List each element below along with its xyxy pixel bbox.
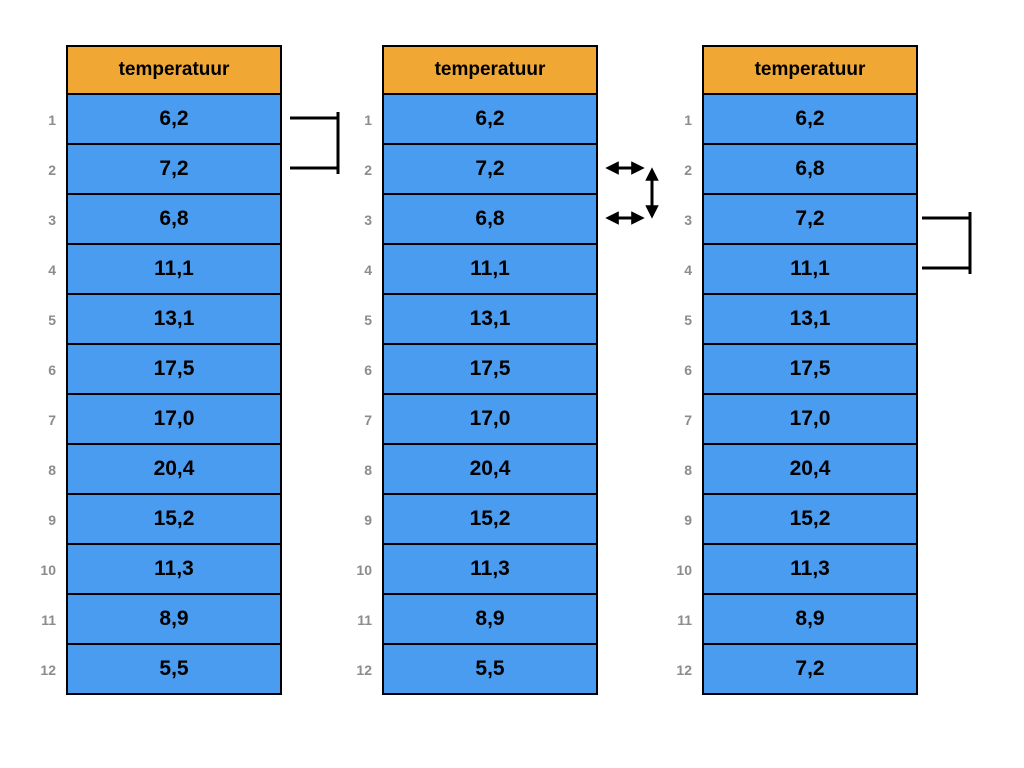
row-number: 6	[364, 362, 372, 378]
row-number: 8	[48, 462, 56, 478]
table-header-cell: temperatuur	[384, 47, 596, 95]
row-number: 2	[364, 162, 372, 178]
row-number: 10	[356, 562, 372, 578]
row-number: 11	[677, 612, 692, 628]
row-number: 8	[684, 462, 692, 478]
value-cell: 11,3	[68, 545, 280, 595]
row-number: 9	[48, 512, 56, 528]
row-number: 3	[364, 212, 372, 228]
row-number: 6	[48, 362, 56, 378]
value-cell: 13,1	[704, 295, 916, 345]
value-cell: 17,5	[68, 345, 280, 395]
value-cell: 7,2	[384, 145, 596, 195]
value-cell: 8,9	[704, 595, 916, 645]
value-cell: 15,2	[704, 495, 916, 545]
value-cell: 20,4	[704, 445, 916, 495]
table-header-cell: temperatuur	[704, 47, 916, 95]
row-number: 12	[356, 662, 372, 678]
value-cell: 17,5	[704, 345, 916, 395]
row-number: 2	[48, 162, 56, 178]
row-number: 12	[676, 662, 692, 678]
row-number: 5	[364, 312, 372, 328]
row-number: 4	[364, 262, 372, 278]
value-cell: 6,2	[704, 95, 916, 145]
value-cell: 17,0	[384, 395, 596, 445]
value-cell: 6,8	[704, 145, 916, 195]
value-cell: 17,5	[384, 345, 596, 395]
row-number: 4	[48, 262, 56, 278]
row-number: 6	[684, 362, 692, 378]
row-number: 5	[684, 312, 692, 328]
value-cell: 6,2	[384, 95, 596, 145]
row-number: 7	[48, 412, 56, 428]
row-number: 5	[48, 312, 56, 328]
value-cell: 15,2	[68, 495, 280, 545]
value-cell: 5,5	[384, 645, 596, 693]
row-number: 1	[364, 112, 372, 128]
value-cell: 11,1	[384, 245, 596, 295]
value-cell: 11,1	[704, 245, 916, 295]
value-cell: 20,4	[68, 445, 280, 495]
table-header-cell: temperatuur	[68, 47, 280, 95]
row-number: 7	[684, 412, 692, 428]
compare-bracket-rows-3-4-icon	[922, 212, 972, 274]
value-cell: 15,2	[384, 495, 596, 545]
row-number: 3	[48, 212, 56, 228]
value-cell: 17,0	[68, 395, 280, 445]
row-number: 1	[48, 112, 56, 128]
value-cell: 8,9	[384, 595, 596, 645]
value-cell: 6,8	[68, 195, 280, 245]
row-number: 7	[364, 412, 372, 428]
value-cell: 13,1	[68, 295, 280, 345]
row-number: 8	[364, 462, 372, 478]
value-cell: 6,8	[384, 195, 596, 245]
row-number: 11	[357, 612, 372, 628]
value-cell: 7,2	[68, 145, 280, 195]
value-cell: 17,0	[704, 395, 916, 445]
row-number: 11	[41, 612, 56, 628]
swap-arrows-rows-2-3-icon	[605, 161, 659, 225]
row-number: 4	[684, 262, 692, 278]
row-number: 12	[40, 662, 56, 678]
row-number: 9	[684, 512, 692, 528]
value-cell: 20,4	[384, 445, 596, 495]
row-number: 2	[684, 162, 692, 178]
value-cell: 8,9	[68, 595, 280, 645]
value-cell: 11,3	[704, 545, 916, 595]
value-cell: 11,3	[384, 545, 596, 595]
row-number: 1	[684, 112, 692, 128]
row-number: 9	[364, 512, 372, 528]
row-number: 10	[676, 562, 692, 578]
value-cell: 13,1	[384, 295, 596, 345]
value-cell: 5,5	[68, 645, 280, 693]
row-number: 3	[684, 212, 692, 228]
compare-bracket-rows-1-2-icon	[290, 112, 340, 174]
value-cell: 7,2	[704, 195, 916, 245]
value-cell: 6,2	[68, 95, 280, 145]
value-cell: 7,2	[704, 645, 916, 693]
value-cell: 11,1	[68, 245, 280, 295]
row-number: 10	[40, 562, 56, 578]
